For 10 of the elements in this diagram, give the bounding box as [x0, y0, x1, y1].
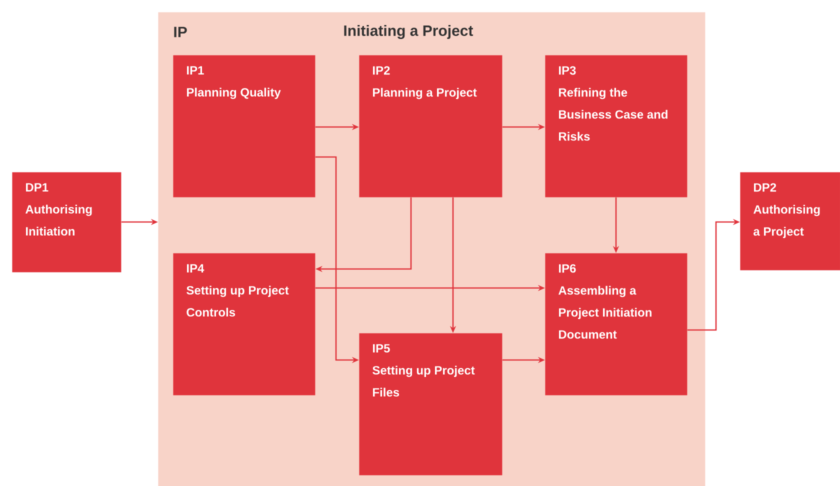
process-box: DP1 Authorising Initiation — [12, 172, 122, 272]
process-box: IP4 Setting up Project Controls — [173, 253, 316, 396]
panel-heading: IP — [174, 26, 187, 38]
process-box: IP3 Refining the Business Case and Risks — [545, 55, 688, 198]
panel-heading: Initiating a Project — [344, 24, 474, 40]
process-box: IP5 Setting up Project Files — [359, 333, 502, 476]
process-box: IP2 Planning a Project — [359, 55, 502, 198]
process-box: DP2 Authorising a Project — [740, 172, 840, 270]
process-box: IP6 Assembling a Project Initiation Document — [545, 253, 688, 396]
process-box: IP1 Planning Quality — [173, 55, 316, 198]
